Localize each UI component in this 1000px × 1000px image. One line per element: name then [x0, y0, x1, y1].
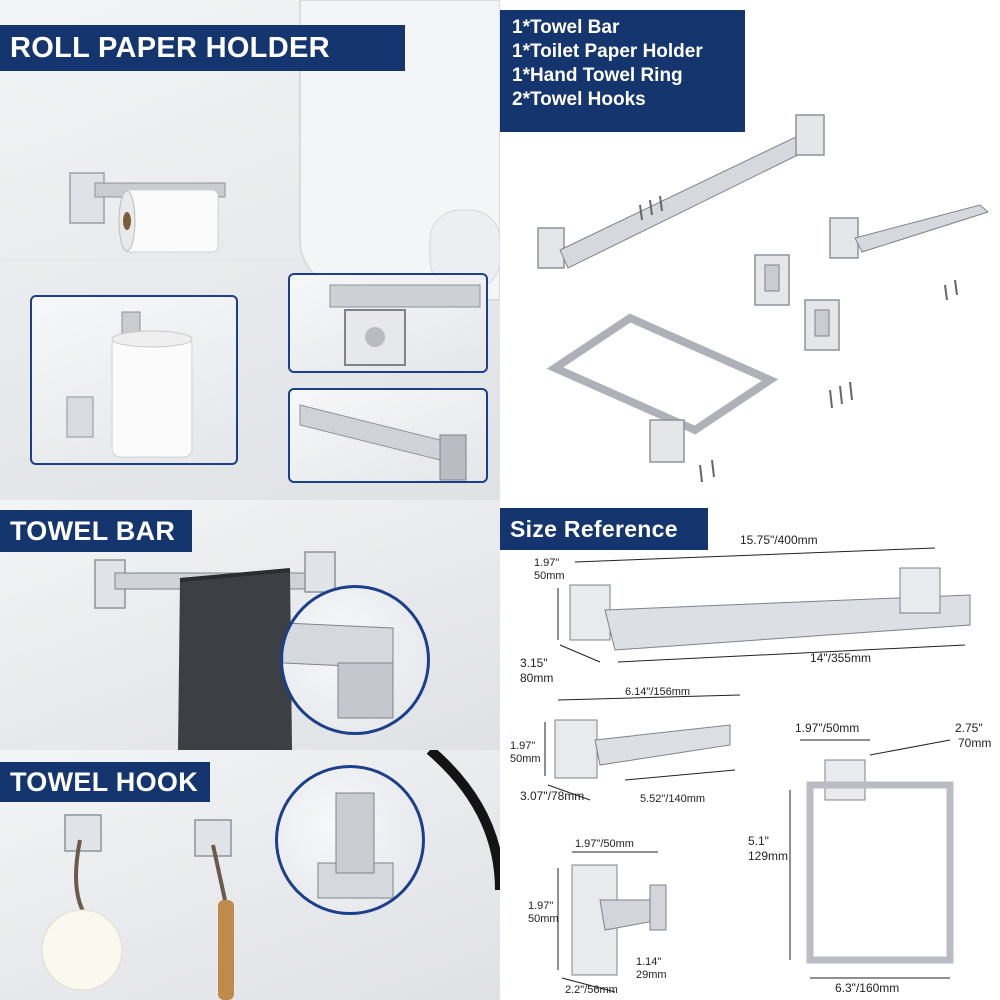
paper-holder-part: [829, 204, 989, 259]
ring-dimension-drawing: [789, 739, 954, 979]
ring-width: 6.3"/160mm: [835, 981, 900, 995]
contents-item: 1*Toilet Paper Holder: [512, 41, 703, 62]
ring-height-in: 5.1": [748, 834, 769, 848]
contents-item: 1*Towel Bar: [512, 17, 620, 38]
paper-holder-inner-length: 5.52"/140mm: [640, 793, 706, 805]
hook-height-in: 1.97": [528, 900, 554, 912]
paper-holder-dimension-drawing: [544, 694, 741, 801]
hook-tip-in: 1.14": [636, 956, 662, 968]
bar-end-detail: [299, 404, 467, 481]
ring-depth-mm: 70mm: [958, 736, 992, 750]
hook-tip-mm: 29mm: [636, 969, 667, 981]
towel-bar-length-bottom: 14"/355mm: [810, 651, 871, 665]
contents-item: 1*Hand Towel Ring: [512, 65, 683, 86]
paper-holder-height-in: 1.97": [510, 740, 536, 752]
towel-bar-depth-mm: 80mm: [520, 671, 554, 685]
towel-bar-length-top: 15.75"/400mm: [740, 533, 818, 547]
contents-item: 2*Towel Hooks: [512, 89, 646, 110]
inset-mount-bracket: [288, 273, 488, 373]
towel-bar-depth-in: 3.15": [520, 656, 548, 670]
towel-bar-height-in: 1.97": [534, 557, 560, 569]
roll-paper-holder-label: ROLL PAPER HOLDER: [0, 25, 405, 71]
hook-part-1: [754, 254, 790, 306]
contents-list: 1*Towel Bar 1*Toilet Paper Holder 1*Hand…: [500, 10, 745, 132]
hook-closeup-detail: [317, 792, 394, 899]
towel-bar-label: TOWEL BAR: [0, 510, 192, 552]
towel-bar-closeup: [280, 585, 430, 735]
ring-height-mm: 129mm: [748, 849, 789, 863]
ring-base: 1.97"/50mm: [795, 721, 860, 735]
paper-holder-depth: 3.07"/78mm: [520, 789, 585, 803]
paper-holder-height-mm: 50mm: [510, 753, 541, 765]
towel-bar-height-mm: 50mm: [534, 570, 565, 582]
screws-set: [639, 195, 958, 483]
paper-holder-photo: [69, 172, 226, 253]
size-reference-panel: Size Reference: [500, 500, 1000, 1000]
towel-bar-photo: [94, 551, 336, 750]
towel-bar-part: [537, 114, 825, 269]
towel-hook-label: TOWEL HOOK: [0, 762, 210, 802]
size-reference-label: Size Reference: [500, 508, 708, 550]
hook-width: 1.97"/50mm: [575, 838, 634, 850]
ring-depth-in: 2.75": [955, 721, 983, 735]
bar-closeup-detail: [283, 622, 394, 719]
towel-hooks-photo: [41, 814, 234, 1000]
inset-bar-end: [288, 388, 488, 483]
hook-part-2: [804, 299, 840, 351]
package-contents-panel: 1*Towel Bar 1*Toilet Paper Holder 1*Hand…: [500, 0, 1000, 500]
vertical-roll-holder: [66, 311, 193, 458]
paper-holder-length-top: 6.14"/156mm: [625, 686, 691, 698]
towel-ring-part: [546, 313, 779, 463]
mount-bracket: [329, 284, 481, 366]
hook-closeup: [275, 765, 425, 915]
towel-bar-dimension-drawing: [557, 547, 971, 663]
set-components-illustration: [537, 114, 989, 483]
roll-paper-holder-panel: ROLL PAPER HOLDER: [0, 0, 500, 500]
dimension-drawings: [544, 547, 971, 993]
towel-hook-panel: TOWEL HOOK: [0, 750, 500, 1000]
hook-height-mm: 50mm: [528, 913, 559, 925]
inset-vertical-roll: [30, 295, 238, 465]
mirror-frame: [426, 750, 500, 891]
hook-depth: 2.2"/56mm: [565, 984, 618, 996]
hook-dimension-drawing: [557, 851, 667, 993]
towel-bar-panel: TOWEL BAR: [0, 500, 500, 750]
